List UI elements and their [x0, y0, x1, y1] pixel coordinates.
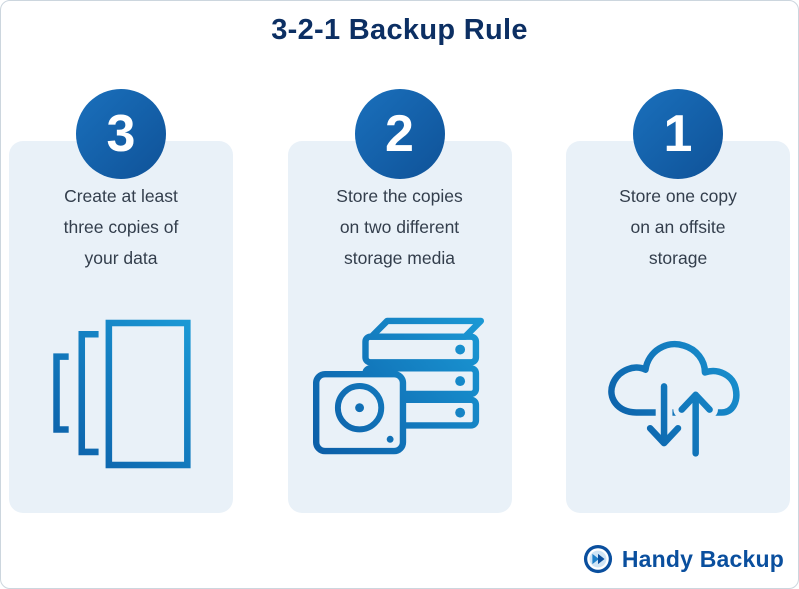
card-description-line: Store the copies: [336, 186, 463, 206]
card-description: Create at least three copies of your dat…: [9, 181, 233, 274]
card-description: Store one copy on an offsite storage: [566, 181, 790, 274]
handy-backup-logo: Handy Backup: [583, 544, 784, 574]
card-description-line: three copies of: [63, 217, 179, 237]
document-copies-icon: [53, 319, 191, 469]
cloud-backup-icon: [608, 340, 740, 462]
backup-step-card-copies: 3 Create at least three copies of your d…: [9, 89, 233, 513]
card-description: Store the copies on two different storag…: [288, 181, 512, 274]
step-number-badge: 3: [76, 89, 166, 179]
card-icon-area: [566, 317, 790, 467]
step-number-badge: 1: [633, 89, 723, 179]
card-description-line: Store one copy: [619, 186, 737, 206]
brand-name: Handy Backup: [621, 545, 784, 572]
step-number-badge: 2: [354, 89, 445, 179]
card-icon-area: [288, 317, 512, 457]
storage-drives-icon: [312, 317, 484, 455]
card-description-line: on two different: [339, 217, 460, 237]
backup-step-card-offsite: 1 Store one copy on an offsite storage: [566, 89, 790, 513]
card-description-line: on an offsite: [630, 217, 726, 237]
card-description-line: your data: [84, 248, 158, 268]
card-description-line: storage media: [344, 248, 455, 268]
brand-logo-icon: [583, 544, 612, 574]
backup-step-card-media: 2 Store the copies on two different stor…: [287, 89, 512, 513]
card-icon-area: [9, 319, 233, 469]
card-description-line: storage: [648, 248, 708, 268]
backup-steps-row: 3 Create at least three copies of your d…: [9, 89, 790, 513]
card-description-line: Create at least: [64, 186, 178, 206]
page-title: 3-2-1 Backup Rule: [271, 14, 528, 46]
